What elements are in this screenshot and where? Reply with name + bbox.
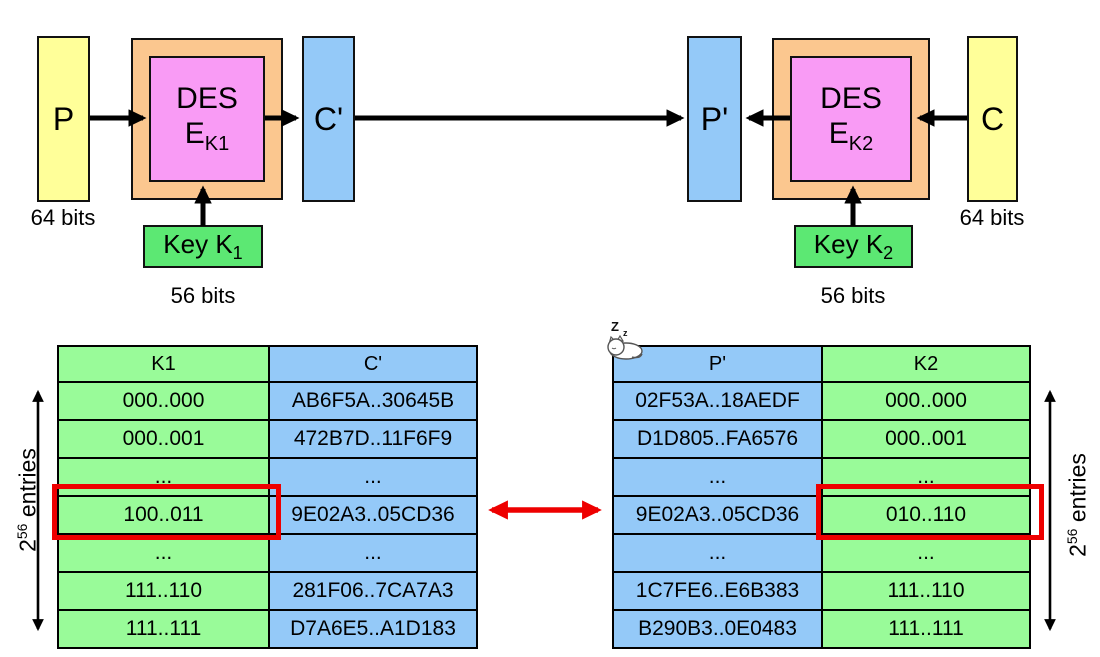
table-cell: 000..000 (57, 381, 270, 421)
left-lookup-table: K1 C' 000..000 AB6F5A..30645B 000..001 4… (57, 345, 478, 649)
right-lookup-table: P' K2 02F53A..18AEDF 000..000 D1D805..FA… (612, 345, 1031, 649)
right-header-k2: K2 (821, 345, 1031, 383)
des1-label: DES EK1 (176, 82, 238, 156)
red-highlight-k1-cell (52, 484, 281, 540)
table-row-highlighted: 100..011 9E02A3..05CD36 (57, 495, 478, 535)
left-header-cprime: C' (268, 345, 478, 383)
pprime-box: P' (687, 36, 742, 202)
cprime-box: C' (302, 36, 355, 202)
key2-box: Key K2 (794, 225, 913, 268)
red-highlight-k2-cell (816, 484, 1044, 540)
bits56-right-label: 56 bits (820, 283, 886, 308)
table-cell: D7A6E5..A1D183 (268, 609, 478, 649)
des1-key-subscript: K1 (204, 132, 230, 155)
table-row: B290B3..0E0483 111..111 (612, 609, 1031, 649)
key2-label: Key K2 (813, 228, 894, 264)
table-cell: ... (612, 457, 823, 497)
pprime-label: P' (700, 100, 729, 137)
des1-box: DES EK1 (149, 56, 265, 182)
des1-name: DES (176, 82, 238, 116)
table-row-highlighted: 9E02A3..05CD36 010..110 (612, 495, 1031, 535)
des2-key-subscript: K2 (848, 132, 874, 155)
des1-e: E (184, 116, 205, 150)
plaintext-p-label: P (52, 100, 75, 137)
left-table-header-row: K1 C' (57, 345, 478, 383)
table-row: 111..110 281F06..7CA7A3 (57, 571, 478, 611)
key1-label: Key K1 (163, 228, 243, 264)
table-cell: 111..110 (57, 571, 270, 611)
table-cell: 000..001 (57, 419, 270, 459)
table-cell: 000..001 (821, 419, 1031, 459)
bits56-left-label: 56 bits (170, 283, 236, 308)
plaintext-p-box: P (37, 36, 90, 202)
table-row: 000..001 472B7D..11F6F9 (57, 419, 478, 459)
table-row: ... ... (57, 457, 478, 497)
table-row: D1D805..FA6576 000..001 (612, 419, 1031, 459)
table-row: 111..111 D7A6E5..A1D183 (57, 609, 478, 649)
table-cell: ... (612, 533, 823, 573)
table-cell: 111..111 (57, 609, 270, 649)
table-row: ... ... (57, 533, 478, 573)
matched-cell-cprime: 9E02A3..05CD36 (268, 495, 478, 535)
sleeping-cat-icon: Z z (607, 319, 643, 360)
table-row: 1C7FE6..E6B383 111..110 (612, 571, 1031, 611)
table-row: 000..000 AB6F5A..30645B (57, 381, 478, 421)
table-cell: 111..111 (821, 609, 1031, 649)
table-cell: ... (268, 457, 478, 497)
ciphertext-c-label: C (980, 100, 1005, 137)
right-header-pprime: P' (612, 345, 823, 383)
table-cell: D1D805..FA6576 (612, 419, 823, 459)
table-cell: 472B7D..11F6F9 (268, 419, 478, 459)
highlighted-cell-k2: 010..110 (821, 495, 1031, 535)
table-cell: ... (821, 457, 1031, 497)
sleep-z-large: Z (611, 319, 619, 334)
table-cell: 1C7FE6..E6B383 (612, 571, 823, 611)
cprime-label: C' (313, 100, 344, 137)
bits64-left-label: 64 bits (30, 205, 96, 230)
table-row: ... ... (612, 457, 1031, 497)
table-cell: ... (268, 533, 478, 573)
table-cell: B290B3..0E0483 (612, 609, 823, 649)
table-cell: 02F53A..18AEDF (612, 381, 823, 421)
key1-box: Key K1 (143, 225, 263, 268)
table-row: 02F53A..18AEDF 000..000 (612, 381, 1031, 421)
des2-box: DES EK2 (790, 56, 912, 182)
highlighted-cell-k1: 100..011 (57, 495, 270, 535)
matched-cell-pprime: 9E02A3..05CD36 (612, 495, 823, 535)
table-cell: 111..110 (821, 571, 1031, 611)
right-table-header-row: P' K2 (612, 345, 1031, 383)
table-cell: AB6F5A..30645B (268, 381, 478, 421)
des2-e: E (828, 116, 849, 150)
ciphertext-c-box: C (967, 36, 1018, 202)
bits64-right-label: 64 bits (959, 205, 1025, 230)
sleep-z-small: z (623, 328, 628, 338)
table-cell: 281F06..7CA7A3 (268, 571, 478, 611)
des2-label: DES EK2 (820, 82, 882, 156)
table-cell: 000..000 (821, 381, 1031, 421)
table-cell: ... (57, 457, 270, 497)
des2-name: DES (820, 82, 882, 116)
left-header-k1: K1 (57, 345, 270, 383)
